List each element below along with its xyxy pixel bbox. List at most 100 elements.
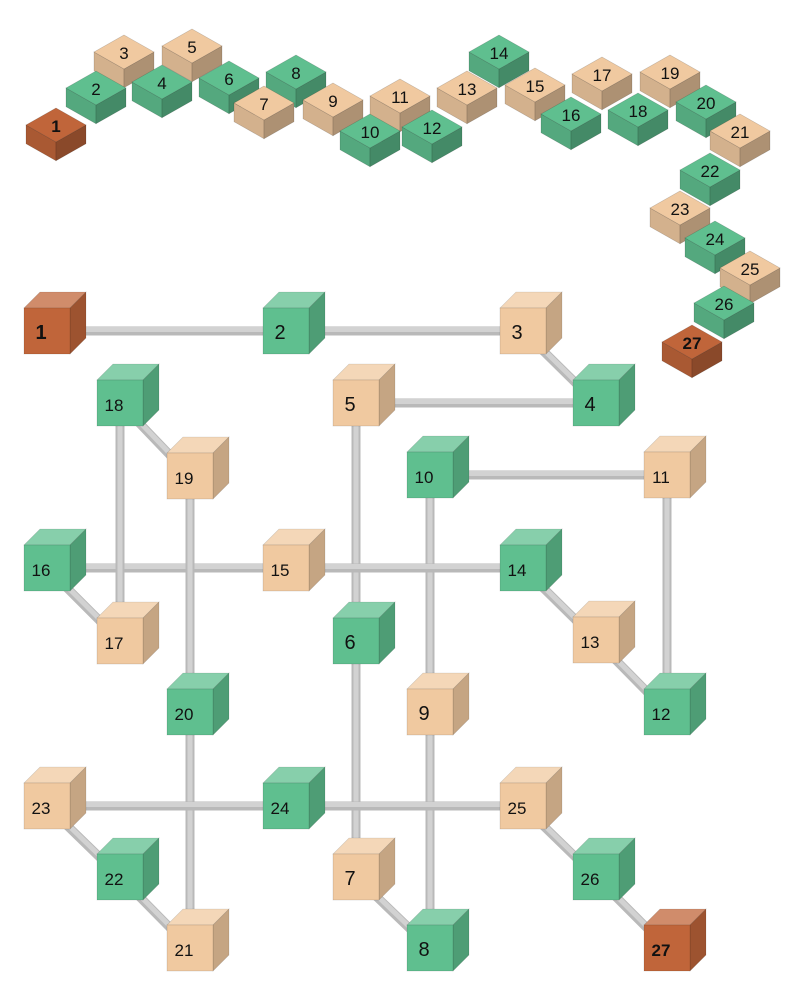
lattice-cube-9: 9 bbox=[406, 672, 470, 736]
cube-front-face bbox=[332, 617, 380, 665]
cube-label: 9 bbox=[328, 92, 337, 111]
cube-front-face bbox=[96, 379, 144, 427]
chain-cube-7: 7 bbox=[233, 85, 295, 140]
cube-top-face bbox=[93, 34, 155, 70]
cube-label: 24 bbox=[706, 230, 725, 249]
chain-cube-5: 5 bbox=[161, 28, 223, 83]
chain-cube-18: 18 bbox=[607, 92, 669, 147]
cube-front-face bbox=[262, 307, 310, 355]
chain-cube-4: 4 bbox=[131, 64, 193, 119]
cube-label: 16 bbox=[32, 561, 51, 580]
cube-top-face bbox=[65, 70, 127, 106]
cube-top-face bbox=[25, 107, 87, 143]
lattice-cube-8: 8 bbox=[406, 908, 470, 972]
cube-top-face bbox=[649, 190, 711, 226]
cube-label: 14 bbox=[508, 561, 527, 580]
cube-top-face bbox=[719, 250, 781, 286]
cube-label: 16 bbox=[562, 106, 581, 125]
cube-front-face bbox=[166, 688, 214, 736]
cube-label: 26 bbox=[715, 295, 734, 314]
chain-cube-25: 25 bbox=[719, 250, 781, 305]
lattice-cube-4: 4 bbox=[572, 363, 636, 427]
chain-cube-23: 23 bbox=[649, 190, 711, 245]
cube-front-face bbox=[406, 688, 454, 736]
chain-cube-13: 13 bbox=[436, 70, 498, 125]
chain-cube-3: 3 bbox=[93, 34, 155, 89]
lattice-cube-12: 12 bbox=[643, 672, 707, 736]
lattice-cube-23: 23 bbox=[23, 766, 87, 830]
cube-label: 20 bbox=[697, 94, 716, 113]
cube-top-face bbox=[504, 67, 566, 103]
cube-label: 27 bbox=[683, 334, 702, 353]
lattice-cube-13: 13 bbox=[572, 600, 636, 664]
chain-cube-16: 16 bbox=[540, 96, 602, 151]
lattice-cube-21: 21 bbox=[166, 908, 230, 972]
cube-label: 7 bbox=[344, 868, 355, 890]
lattice-cube-18: 18 bbox=[96, 363, 160, 427]
cube-top-face bbox=[468, 34, 530, 70]
cube-label: 6 bbox=[224, 70, 233, 89]
cube-label: 10 bbox=[361, 123, 380, 142]
chain-cube-10: 10 bbox=[339, 113, 401, 168]
cube-front-face bbox=[96, 853, 144, 901]
cube-label: 8 bbox=[291, 64, 300, 83]
cube-front-face bbox=[643, 688, 691, 736]
chain-cube-11: 11 bbox=[369, 78, 431, 133]
cube-label: 15 bbox=[271, 561, 290, 580]
cube-label: 11 bbox=[652, 468, 670, 487]
lattice-cube-5: 5 bbox=[332, 363, 396, 427]
lattice-cube-20: 20 bbox=[166, 672, 230, 736]
lattice-cube-27: 27 bbox=[643, 908, 707, 972]
cube-right-face bbox=[498, 51, 530, 89]
cube-label: 8 bbox=[418, 939, 429, 961]
cube-right-face bbox=[369, 130, 401, 168]
cube-front-face bbox=[572, 853, 620, 901]
cube-front-face bbox=[96, 617, 144, 665]
lattice-cube-24: 24 bbox=[262, 766, 326, 830]
cube-front-face bbox=[332, 379, 380, 427]
cube-front-face bbox=[499, 307, 547, 355]
cube-label: 2 bbox=[274, 322, 285, 344]
cube-front-face bbox=[23, 307, 71, 355]
cube-label: 5 bbox=[187, 38, 196, 57]
cube-front-face bbox=[499, 544, 547, 592]
cube-top-face bbox=[369, 78, 431, 114]
cube-front-face bbox=[406, 924, 454, 972]
cube-label: 12 bbox=[652, 705, 671, 724]
cube-label: 1 bbox=[51, 117, 60, 136]
chain-cube-24: 24 bbox=[684, 220, 746, 275]
chain-cube-15: 15 bbox=[504, 67, 566, 122]
cube-front-face bbox=[643, 451, 691, 499]
lattice-cube-6: 6 bbox=[332, 601, 396, 665]
cube-label: 26 bbox=[581, 870, 600, 889]
cube-label: 20 bbox=[175, 705, 194, 724]
cube-label: 11 bbox=[391, 88, 409, 107]
cube-label: 3 bbox=[511, 322, 522, 344]
cube-front-face bbox=[23, 782, 71, 830]
cube-label: 27 bbox=[652, 941, 671, 960]
cube-label: 23 bbox=[671, 200, 690, 219]
cube-top-face bbox=[709, 113, 771, 149]
cube-label: 25 bbox=[741, 260, 760, 279]
chain-cube-27: 27 bbox=[661, 324, 723, 379]
cube-label: 13 bbox=[458, 80, 477, 99]
cube-top-face bbox=[161, 28, 223, 64]
cube-label: 3 bbox=[119, 44, 128, 63]
cube-label: 12 bbox=[423, 119, 442, 138]
cube-front-face bbox=[23, 544, 71, 592]
cube-label: 6 bbox=[344, 632, 355, 654]
chain-cube-22: 22 bbox=[679, 152, 741, 207]
lattice-cube-2: 2 bbox=[262, 291, 326, 355]
chain-cube-20: 20 bbox=[675, 84, 737, 139]
lattice-cube-10: 10 bbox=[406, 435, 470, 499]
chain-cube-9: 9 bbox=[302, 82, 364, 137]
cube-top-face bbox=[684, 220, 746, 256]
cube-front-face bbox=[406, 451, 454, 499]
chain-cube-21: 21 bbox=[709, 113, 771, 168]
cube-label: 10 bbox=[415, 468, 434, 487]
cube-label: 22 bbox=[105, 870, 124, 889]
cube-label: 1 bbox=[35, 322, 46, 344]
cube-front-face bbox=[262, 544, 310, 592]
cube-front-face bbox=[572, 379, 620, 427]
cube-label: 4 bbox=[584, 394, 595, 416]
